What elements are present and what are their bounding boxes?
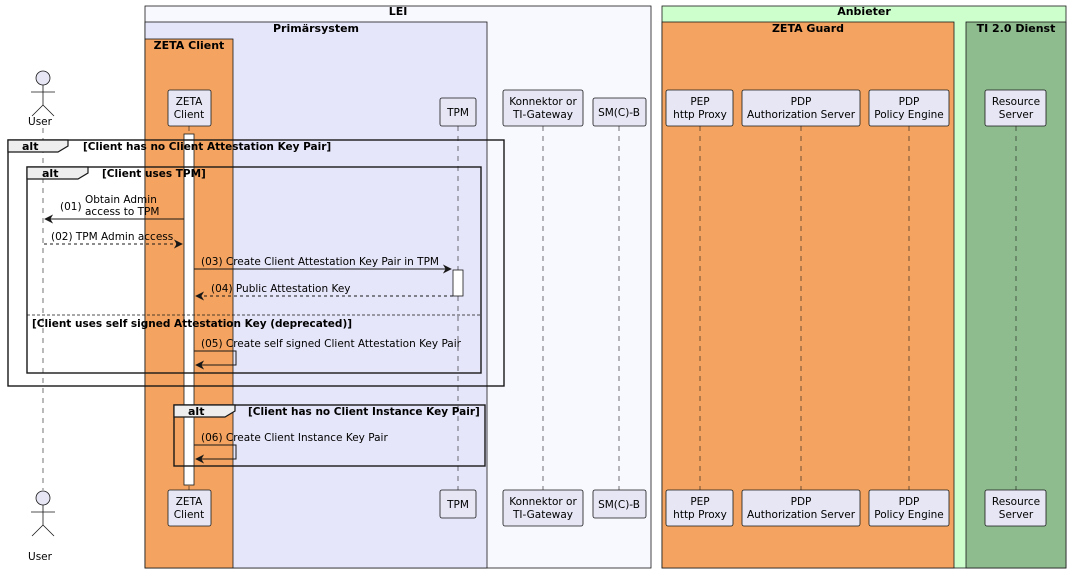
activation-zeta-client	[183, 133, 195, 486]
participant-smcb-label: SM(C)-B	[598, 499, 640, 511]
box-zeta-client-title: ZETA Client	[154, 39, 225, 52]
participant-smcb-label: SM(C)-B	[598, 107, 640, 119]
participant-smcb-top: SM(C)-B	[592, 97, 647, 127]
participant-pep-line1: PEP	[690, 96, 709, 108]
participant-resource-bottom: Resource Server	[984, 489, 1047, 527]
participant-pep-line2: http Proxy	[673, 109, 727, 121]
participant-user-top: User	[28, 70, 55, 128]
participant-pdp-pe-line2: Policy Engine	[874, 509, 944, 521]
participant-konnektor-line2: TI-Gateway	[512, 509, 573, 521]
participant-konnektor-line2: TI-Gateway	[512, 109, 573, 121]
fragment-inner-keyword: alt	[42, 167, 58, 180]
box-anbieter-title: Anbieter	[837, 5, 891, 18]
box-lei-title: LEI	[389, 5, 408, 18]
fragment-outer-alt: alt [Client has no Client Attestation Ke…	[7, 139, 505, 387]
message-01: (01) Obtain Admin access to TPM	[44, 194, 184, 224]
message-01-line1: Obtain Admin	[85, 194, 157, 206]
participant-konnektor-line1: Konnektor or	[509, 96, 577, 108]
message-02-label: (02) TPM Admin access	[51, 231, 173, 243]
fragment-instance-alt: alt [Client has no Client Instance Key P…	[173, 404, 486, 467]
participant-pdp-as-line2: Authorization Server	[747, 109, 856, 121]
fragment-outer-keyword: alt	[22, 140, 38, 153]
message-05: (05) Create self signed Client Attestati…	[194, 338, 462, 370]
participant-tpm-label: TPM	[446, 107, 469, 119]
participant-pdp-as-bottom: PDP Authorization Server	[741, 489, 861, 527]
activation-tpm	[452, 269, 464, 297]
participant-resource-line2: Server	[999, 109, 1034, 121]
user-actor-icon	[31, 70, 55, 117]
message-06-label: (06) Create Client Instance Key Pair	[201, 432, 388, 444]
user-actor-icon	[31, 490, 55, 537]
participant-tpm-label: TPM	[446, 499, 469, 511]
fragment-inner-else: [Client uses self signed Attestation Key…	[32, 318, 352, 330]
participant-smcb-bottom: SM(C)-B	[592, 489, 647, 519]
message-04: (04) Public Attestation Key	[195, 283, 453, 301]
participant-pdp-pe-line1: PDP	[899, 496, 920, 508]
participant-user-bottom: User	[28, 490, 55, 563]
participant-resource-line2: Server	[999, 509, 1034, 521]
participant-pep-top: PEP http Proxy	[665, 89, 734, 127]
participant-resource-top: Resource Server	[984, 89, 1047, 127]
message-04-label: (04) Public Attestation Key	[211, 283, 351, 295]
fragment-instance-condition: [Client has no Client Instance Key Pair]	[248, 406, 480, 418]
participant-pdp-pe-line1: PDP	[899, 96, 920, 108]
fragment-inner-condition: [Client uses TPM]	[102, 168, 206, 180]
participant-resource-line1: Resource	[992, 496, 1040, 508]
participant-pdp-as-line1: PDP	[791, 496, 812, 508]
box-primaersystem-title: Primärsystem	[273, 22, 359, 35]
participant-user-label: User	[28, 116, 53, 128]
message-02: (02) TPM Admin access	[44, 231, 183, 249]
box-zeta-guard-title: ZETA Guard	[772, 22, 844, 35]
participant-pep-bottom: PEP http Proxy	[665, 489, 734, 527]
participant-konnektor-top: Konnektor or TI-Gateway	[502, 89, 584, 127]
fragment-instance-keyword: alt	[188, 405, 204, 418]
participant-pdp-pe-top: PDP Policy Engine	[868, 89, 950, 127]
message-03-label: (03) Create Client Attestation Key Pair …	[201, 256, 439, 268]
message-03: (03) Create Client Attestation Key Pair …	[194, 256, 452, 274]
participant-pep-line1: PEP	[690, 496, 709, 508]
fragment-outer-condition: [Client has no Client Attestation Key Pa…	[83, 141, 331, 153]
participant-zeta-client-line2: Client	[174, 109, 204, 121]
participant-pdp-as-line1: PDP	[791, 96, 812, 108]
participant-tpm-top: TPM	[439, 97, 477, 127]
box-ti-dienst-title: TI 2.0 Dienst	[977, 22, 1056, 35]
participant-user-label: User	[28, 551, 53, 563]
participant-konnektor-bottom: Konnektor or TI-Gateway	[502, 489, 584, 527]
participant-zeta-client-line2: Client	[174, 509, 204, 521]
participant-pdp-pe-line2: Policy Engine	[874, 109, 944, 121]
participant-konnektor-line1: Konnektor or	[509, 496, 577, 508]
participant-tpm-bottom: TPM	[439, 489, 477, 519]
participant-zeta-client-bottom: ZETA Client	[167, 489, 212, 527]
participant-pdp-pe-bottom: PDP Policy Engine	[868, 489, 950, 527]
fragment-inner-alt: alt [Client uses TPM] [Client uses self …	[26, 166, 482, 374]
message-06: (06) Create Client Instance Key Pair	[194, 432, 388, 464]
participant-pdp-as-top: PDP Authorization Server	[741, 89, 861, 127]
participant-resource-line1: Resource	[992, 96, 1040, 108]
participant-pep-line2: http Proxy	[673, 509, 727, 521]
message-01-number: (01)	[60, 201, 82, 213]
participant-zeta-client-line1: ZETA	[176, 496, 203, 508]
participant-pdp-as-line2: Authorization Server	[747, 509, 856, 521]
participant-zeta-client-line1: ZETA	[176, 96, 203, 108]
participant-zeta-client-top: ZETA Client	[167, 89, 212, 127]
message-01-line2: access to TPM	[85, 206, 159, 218]
message-05-label: (05) Create self signed Client Attestati…	[201, 338, 462, 350]
